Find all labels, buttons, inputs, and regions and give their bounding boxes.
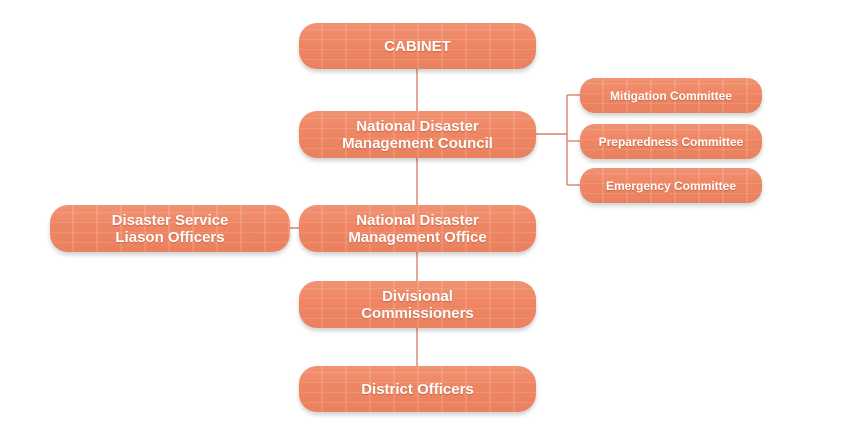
node-national-disaster-management-office-label-line-1: National Disaster <box>356 211 479 229</box>
node-divisional-commissioners-label: Divisional Commissioners <box>361 288 474 322</box>
node-district-officers-label: District Officers <box>361 381 474 398</box>
node-cabinet: CABINET <box>299 23 536 69</box>
node-mitigation-committee-label: Mitigation Committee <box>610 89 732 103</box>
node-national-disaster-management-council: National Disaster Management Council <box>299 111 536 158</box>
node-national-disaster-management-council-label: National Disaster Management Council <box>342 118 493 152</box>
node-preparedness-committee-label-line: Preparedness Committee <box>598 134 744 149</box>
node-preparedness-committee-label: Preparedness Committee <box>599 135 744 149</box>
node-national-disaster-management-council-label-line-1: National Disaster <box>356 117 479 135</box>
node-emergency-committee-label-line: Emergency Committee <box>605 178 737 193</box>
node-disaster-service-liason-officers: Disaster Service Liason Officers <box>50 205 290 252</box>
node-disaster-service-liason-officers-label-line-2: Liason Officers <box>115 228 225 246</box>
node-emergency-committee: Emergency Committee <box>580 168 762 203</box>
node-divisional-commissioners: Divisional Commissioners <box>299 281 536 328</box>
node-national-disaster-management-office-label-line-2: Management Office <box>348 228 487 246</box>
node-national-disaster-management-council-label-line-2: Management Council <box>342 134 493 152</box>
node-district-officers: District Officers <box>299 366 536 412</box>
node-preparedness-committee: Preparedness Committee <box>580 124 762 159</box>
node-disaster-service-liason-officers-label: Disaster Service Liason Officers <box>112 212 229 246</box>
node-disaster-service-liason-officers-label-line-1: Disaster Service <box>111 211 229 229</box>
node-cabinet-label: CABINET <box>384 38 451 55</box>
node-national-disaster-management-office: National Disaster Management Office <box>299 205 536 252</box>
node-district-officers-label-line: District Officers <box>361 380 474 398</box>
node-mitigation-committee: Mitigation Committee <box>580 78 762 113</box>
node-divisional-commissioners-label-line-2: Commissioners <box>361 304 474 322</box>
node-mitigation-committee-label-line: Mitigation Committee <box>610 88 732 103</box>
node-divisional-commissioners-label-line-1: Divisional <box>382 287 453 305</box>
node-emergency-committee-label: Emergency Committee <box>606 179 736 193</box>
node-national-disaster-management-office-label: National Disaster Management Office <box>348 212 486 246</box>
node-cabinet-label-line: CABINET <box>384 37 451 55</box>
